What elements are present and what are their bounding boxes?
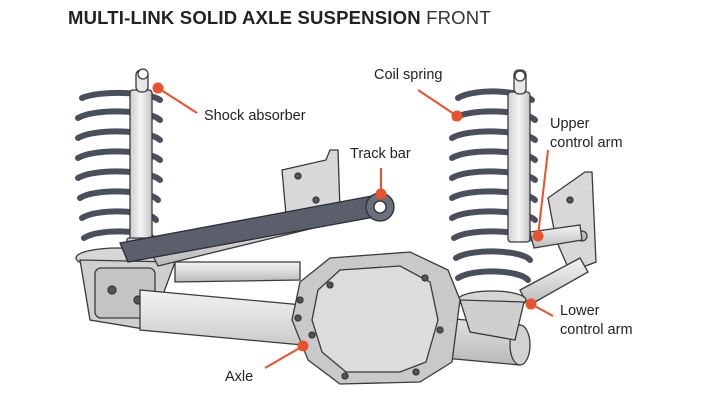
label-axle: Axle	[225, 369, 253, 385]
callout-dot-axle	[297, 340, 309, 352]
title-suffix: FRONT	[426, 7, 491, 28]
left-shock-absorber	[126, 68, 156, 249]
upper-control-arm-right	[529, 224, 583, 249]
label-track-bar: Track bar	[350, 146, 411, 162]
callout-dot-upper-control-arm	[532, 230, 544, 242]
page-title: MULTI-LINK SOLID AXLE SUSPENSION FRONT	[68, 7, 491, 29]
label-shock-absorber: Shock absorber	[204, 108, 306, 124]
callout-dot-shock-absorber	[152, 82, 164, 94]
label-upper-control-arm-line2: control arm	[550, 135, 623, 151]
right-frame-bracket	[547, 171, 597, 273]
label-lower-control-arm-line1: Lower	[560, 303, 600, 319]
label-upper-control-arm-line1: Upper	[550, 116, 590, 132]
callout-dot-lower-control-arm	[525, 298, 537, 310]
differential-housing	[291, 251, 461, 385]
lower-control-arm-left	[174, 261, 301, 283]
callout-dot-coil-spring	[451, 110, 463, 122]
callout-dot-track-bar	[375, 188, 387, 200]
title-main: MULTI-LINK SOLID AXLE SUSPENSION	[68, 7, 421, 28]
right-shock-absorber	[507, 69, 531, 243]
label-lower-control-arm-line2: control arm	[560, 322, 633, 338]
callouts	[152, 82, 554, 369]
label-coil-spring: Coil spring	[374, 67, 443, 83]
track-bar	[119, 192, 395, 263]
right-spring-seat	[457, 290, 527, 341]
